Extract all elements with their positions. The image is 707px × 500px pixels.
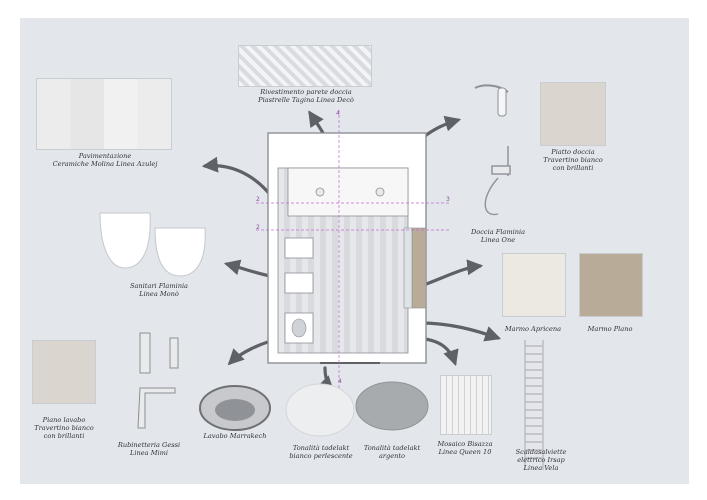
- arrow-mosaic: [418, 321, 502, 342]
- label-paint-silver: Tonalità tadelakt argento: [363, 444, 421, 460]
- sink-top-swatch: [32, 340, 96, 404]
- towel-warmer-illustration: [524, 340, 544, 470]
- mosaic-swatch: [440, 375, 492, 435]
- shower-wall-tile-swatch: [238, 45, 372, 87]
- plan-mark-left-b: 2: [256, 224, 260, 231]
- marble-plano-swatch: [579, 253, 643, 317]
- tadelakt-white-swatch: [285, 383, 355, 437]
- label-shower-tray: Piatto doccia Travertino bianco con bril…: [543, 148, 603, 172]
- shower-head-illustration: [474, 84, 509, 117]
- plan-mark-top: 4: [336, 110, 340, 117]
- label-marble-apricena: Marmo Apricena: [504, 325, 562, 333]
- plan-mark-left-a: 2: [256, 196, 260, 203]
- label-shower-set: Doccia Flaminia Linea One: [470, 228, 526, 244]
- label-basin: Lavabo Marrakech: [203, 432, 267, 440]
- bathroom-plan: [267, 132, 427, 364]
- plan-mark-right-a: 3: [446, 196, 450, 203]
- label-marble-plano: Marmo Plano: [587, 325, 633, 333]
- label-faucets: Rubinetteria Gessi Linea Mimi: [117, 441, 181, 457]
- shower-tray-swatch: [540, 82, 606, 146]
- flooring-tile-swatch: [36, 78, 172, 150]
- label-flooring: Pavimentazione Ceramiche Molina Linea Az…: [52, 152, 158, 168]
- tadelakt-silver-swatch: [355, 381, 429, 431]
- label-towel-warmer: Scaldasalviette elettrico Irsap Linea Ve…: [515, 448, 567, 472]
- mood-board: 4 2 2 3 4 Rivestimento parete doccia Pia…: [20, 18, 689, 484]
- floor-plan-and-arrows: [99, 84, 544, 470]
- label-shower-wall: Rivestimento parete doccia Piastrelle Ta…: [258, 88, 354, 104]
- sanitary-illustration: [99, 212, 206, 277]
- arrow-sanitary: [223, 259, 272, 278]
- faucet-illustration: [137, 332, 179, 429]
- shower-set-illustration: [484, 146, 511, 216]
- label-sink-top: Piano lavabo Travertino bianco con brill…: [34, 416, 94, 440]
- label-sanitary: Sanitari Flaminia Linea Monò: [129, 282, 188, 298]
- marble-apricena-swatch: [502, 253, 566, 317]
- label-paint-white: Tonalità tadelakt bianco perlescente: [289, 444, 353, 460]
- plan-mark-bottom: 4: [338, 378, 342, 385]
- label-mosaic: Mosaico Bisazza Linea Queen 10: [437, 440, 493, 456]
